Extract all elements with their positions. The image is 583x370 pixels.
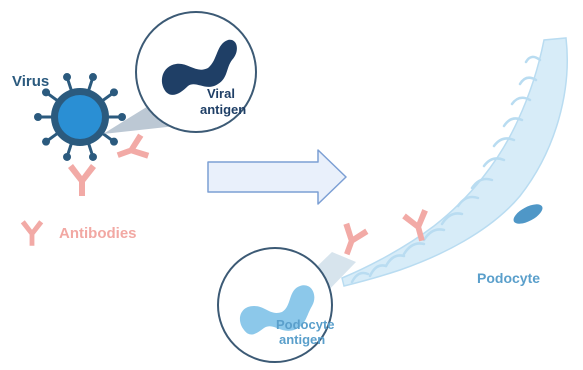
virus-spike-tip [118, 113, 126, 121]
virus-spike-tip [110, 88, 118, 96]
antibody-shape [334, 221, 369, 259]
viral-antigen-label: Viral [207, 86, 235, 101]
podocyte-antigen-label-line2: antigen [279, 332, 325, 347]
virus-spike-tip [42, 138, 50, 146]
virus-spike-tip [63, 73, 71, 81]
podocyte-label: Podocyte [477, 270, 540, 286]
virus-spike-tip [34, 113, 42, 121]
antibody-icon [21, 220, 43, 246]
podocyte-antigen-label: Podocyte [276, 317, 335, 332]
virus-core [58, 95, 102, 139]
antibody-icon [113, 132, 151, 167]
right-arrow-icon [208, 150, 346, 204]
antibody-shape [21, 220, 43, 246]
podocyte-nucleus [511, 200, 546, 227]
antibody-icon [68, 164, 96, 196]
antibodies-label: Antibodies [59, 225, 137, 242]
virus-spike-tip [110, 138, 118, 146]
viral-antigen-label-line2: antigen [200, 102, 246, 117]
antibody-icon [334, 221, 369, 259]
virus-spike-tip [89, 153, 97, 161]
virus-spike-tip [89, 73, 97, 81]
virus-label: Virus [12, 73, 49, 90]
antibody-shape [113, 132, 151, 167]
virus-spike-tip [63, 153, 71, 161]
podocyte-body [342, 38, 567, 286]
podocyte-cell [342, 38, 567, 286]
foot-process [526, 57, 540, 62]
antibody-shape [68, 164, 96, 196]
